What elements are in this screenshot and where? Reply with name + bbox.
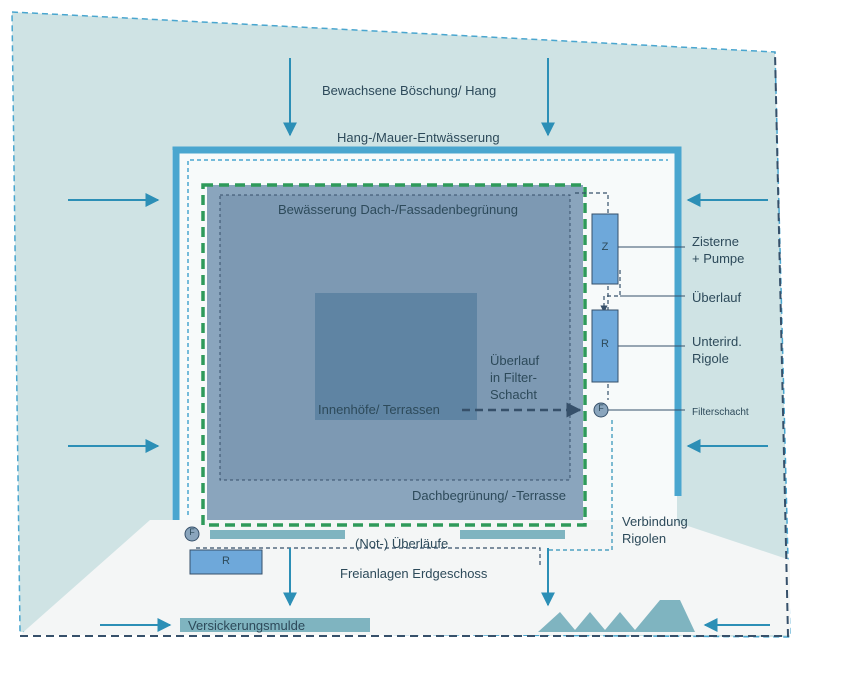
- filter-top-letter: F: [598, 403, 604, 413]
- swale-box-bottom: [189, 549, 263, 575]
- filter-left-letter: F: [189, 527, 195, 537]
- label-emergency-overflow: (Not-) Überläufe: [355, 536, 449, 551]
- label-overflow: Überlauf: [692, 290, 742, 305]
- swale-bottom-letter: R: [222, 555, 230, 567]
- cistern-box: [591, 213, 619, 285]
- courtyard: [315, 293, 477, 420]
- property-boundary: [20, 51, 790, 637]
- emergency-overflow-bar-left: [210, 530, 345, 539]
- label-infiltration: Versickerungsmulde: [188, 618, 306, 633]
- green-roof-boundary: [201, 183, 587, 527]
- label-filter-shaft: Filterschacht: [692, 407, 749, 418]
- filter-shaft-circle-left: [184, 526, 200, 542]
- emergency-overflow-bar-right: [460, 530, 565, 539]
- label-slope-drainage: Hang-/Mauer-Entwässerung: [337, 130, 500, 145]
- label-connection-swales: Verbindung Rigolen: [622, 514, 688, 546]
- label-roof-green: Dachbegrünung/ -Terrasse: [412, 488, 566, 503]
- label-cistern: Zisterne + Pumpe: [692, 234, 745, 266]
- infiltration-zigzag: [538, 600, 695, 632]
- slope-drainage-channel: [172, 146, 682, 520]
- label-overflow-filter: Überlauf in Filter- Schacht: [490, 353, 540, 402]
- ground-floor-area: [20, 520, 790, 635]
- inner-drain-line: [187, 159, 668, 515]
- infiltration-swale-bar: [180, 618, 370, 632]
- label-slope: Bewachsene Böschung/ Hang: [322, 83, 497, 98]
- pipe-bottom-run: [196, 547, 541, 565]
- label-ground-floor: Freianlagen Erdgeschoss: [340, 566, 488, 581]
- cistern-letter: Z: [601, 241, 609, 253]
- swale-right-letter: R: [601, 338, 609, 350]
- pipe-overflow-to-cistern: [600, 270, 621, 313]
- pipe-connection-swales: [548, 420, 613, 551]
- label-green-irrigation: Bewässerung Dach-/Fassadenbegrünung: [278, 202, 518, 217]
- label-courtyards: Innenhöfe/ Terrassen: [318, 402, 440, 417]
- swale-box-right: [591, 309, 619, 383]
- label-underground-swale: Unterird. Rigole: [692, 334, 742, 366]
